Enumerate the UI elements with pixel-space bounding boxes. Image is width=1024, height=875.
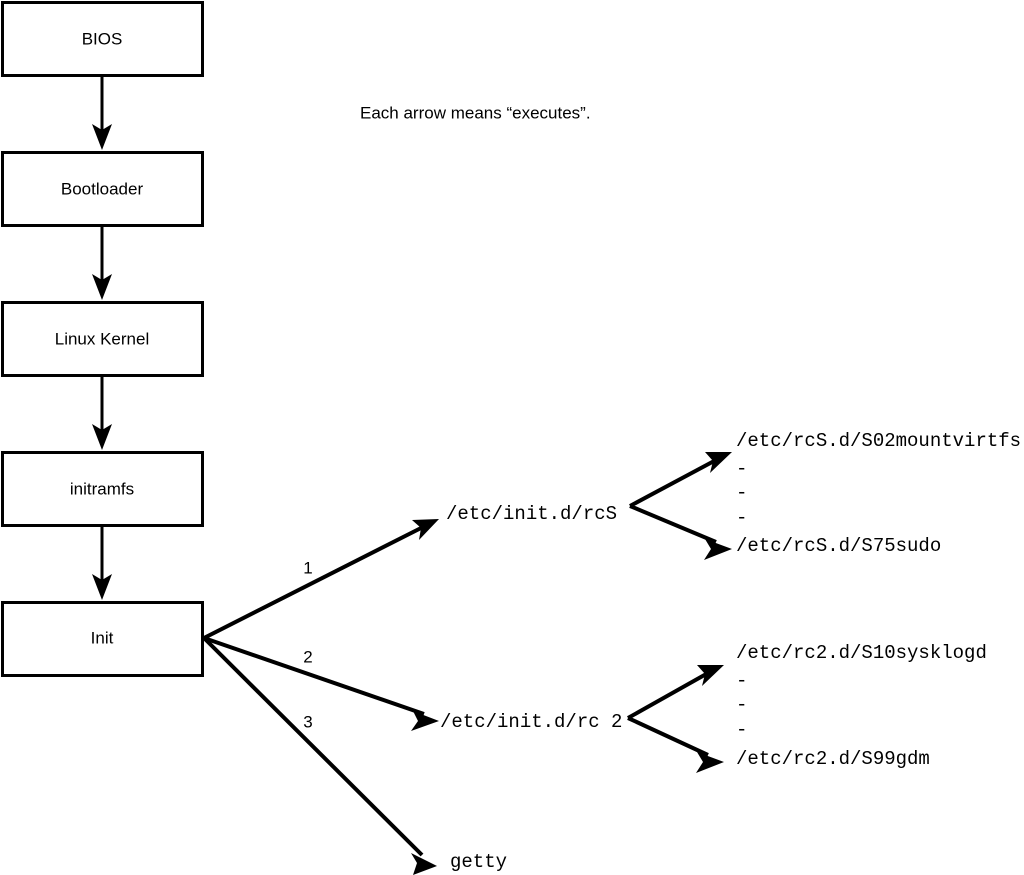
caption-text: Each arrow means “executes”. (360, 103, 591, 122)
arrow-rc2-to-first-child (627, 665, 724, 720)
node-initramfs: initramfs (1, 451, 204, 527)
rc2-ellipsis-dash-3: - (736, 719, 747, 741)
arrow-rc2-to-last-child (627, 716, 724, 773)
arrow-init-to-rcs (203, 519, 439, 640)
initramfs-label: initramfs (70, 479, 134, 498)
arrow-bios-to-bootloader (92, 76, 112, 150)
init-label: Init (91, 628, 114, 647)
rcs-ellipsis-dash-1: - (736, 458, 747, 480)
rcs-child-last-label: /etc/rcS.d/S75sudo (736, 535, 941, 557)
rc2-child-last-label: /etc/rc2.d/S99gdm (736, 748, 930, 770)
bios-box (1, 1, 204, 77)
rcs-ellipsis-dash-3: - (736, 507, 747, 529)
edge-number-2: 2 (303, 647, 312, 666)
node-bootloader: Bootloader (1, 151, 204, 227)
node-bios: BIOS (1, 1, 204, 77)
initramfs-box (1, 451, 204, 527)
arrow-bootloader-to-kernel (92, 226, 112, 300)
rcs-child-first-label: /etc/rcS.d/S02mountvirtfs (736, 430, 1021, 452)
bootloader-label: Bootloader (61, 179, 144, 198)
bios-label: BIOS (82, 29, 123, 48)
edge-number-1: 1 (303, 558, 312, 577)
node-init: Init (1, 601, 204, 677)
arrow-rcs-to-last-child (629, 504, 732, 560)
init-box (1, 601, 204, 677)
arrow-rcs-to-first-child (629, 452, 732, 508)
arrow-init-to-rc2 (203, 636, 439, 731)
rc2-ellipsis-dash-1: - (736, 670, 747, 692)
arrow-initramfs-to-init (92, 526, 112, 600)
linux-kernel-box (1, 301, 204, 377)
edge-number-3: 3 (303, 712, 312, 731)
arrow-kernel-to-initramfs (92, 376, 112, 450)
rcs-ellipsis-dash-2: - (736, 482, 747, 504)
bootloader-box (1, 151, 204, 227)
rc2-child-first-label: /etc/rc2.d/S10sysklogd (736, 642, 987, 664)
arrow-init-to-getty (202, 636, 437, 875)
node-linux-kernel: Linux Kernel (1, 301, 204, 377)
rcs-script-label: /etc/init.d/rcS (446, 503, 617, 525)
getty-label: getty (450, 851, 507, 873)
linux-kernel-label: Linux Kernel (55, 329, 150, 348)
rc2-script-label: /etc/init.d/rc 2 (440, 711, 622, 733)
rc2-ellipsis-dash-2: - (736, 694, 747, 716)
